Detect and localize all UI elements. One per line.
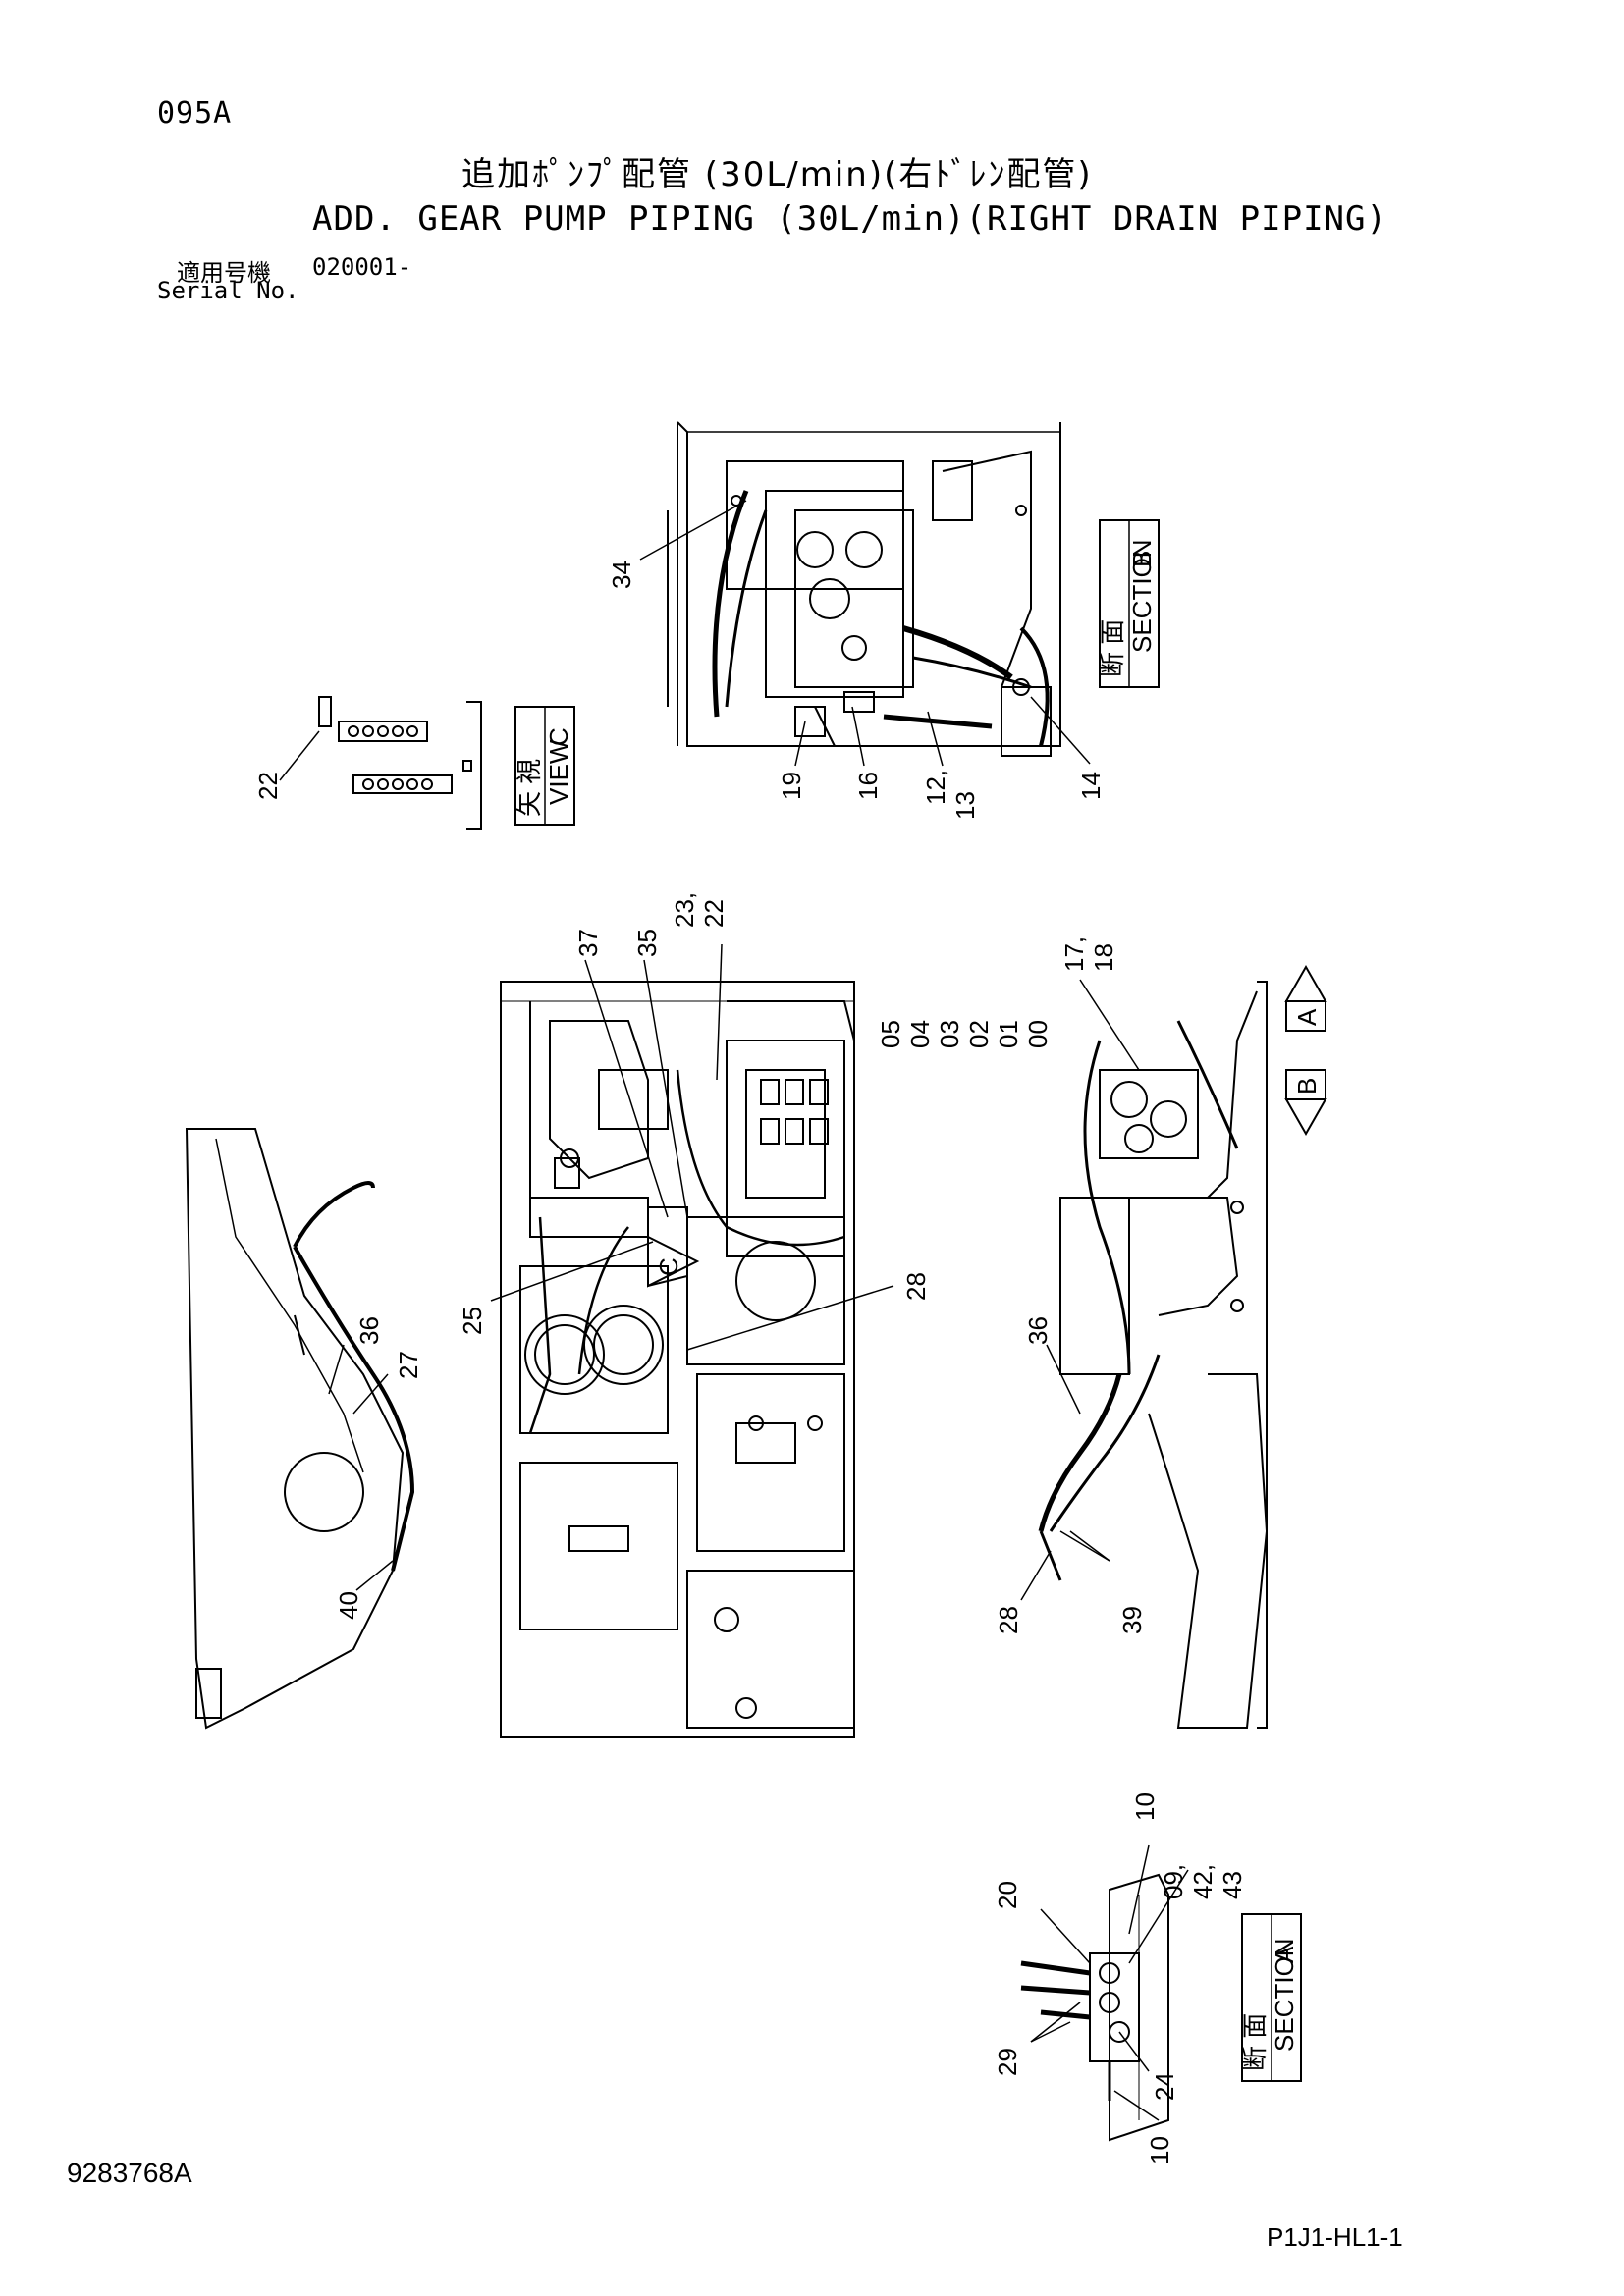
callout: 37 — [573, 929, 603, 957]
view-c-detail — [318, 696, 482, 830]
callout: 09, — [1159, 1864, 1188, 1899]
callout: 16 — [853, 772, 883, 800]
serial-label-english: Serial No. — [157, 277, 299, 304]
view-c-letter: C — [544, 727, 573, 746]
callout: 01 — [994, 1020, 1023, 1048]
callout: 28 — [901, 1272, 931, 1301]
drawing-number: 9283768A — [67, 2158, 192, 2188]
callout: 28 — [994, 1606, 1023, 1634]
callout: 02 — [964, 1020, 994, 1048]
section-b-view — [667, 421, 1061, 757]
page-code: 095A — [157, 96, 233, 131]
section-b-letter: B — [1127, 551, 1157, 567]
callout: 22 — [253, 772, 283, 800]
callout: 00 — [1023, 1020, 1053, 1048]
callout: 42, — [1188, 1864, 1218, 1899]
left-side-view — [185, 1128, 415, 1730]
section-b-arrow-letter: B — [1292, 1078, 1322, 1095]
section-b-label-jp: 断 面 — [1098, 619, 1127, 677]
title-english: ADD. GEAR PUMP PIPING (30L/min)(RIGHT DR… — [312, 199, 1387, 239]
callout: 36 — [1023, 1316, 1053, 1345]
title-japanese: 追加ﾎﾟﾝﾌﾟ配管 (30L/min)(右ﾄﾞﾚﾝ配管) — [461, 155, 1093, 194]
callout: 10 — [1145, 2136, 1174, 2164]
callout: 40 — [334, 1591, 363, 1620]
callout: 35 — [632, 929, 662, 957]
callout: 10 — [1130, 1792, 1160, 1821]
view-c-label-jp: 矢 視 — [514, 759, 544, 817]
callout: 36 — [354, 1316, 384, 1345]
section-a-view — [1020, 1873, 1169, 2142]
callout: 14 — [1076, 772, 1106, 800]
callout: 13 — [950, 791, 980, 820]
callout: 17, — [1059, 936, 1089, 972]
callout: 43 — [1218, 1871, 1247, 1899]
callout: 22 — [699, 899, 729, 928]
view-c-arrow-letter: C — [654, 1257, 683, 1276]
page-reference: P1J1-HL1-1 — [1267, 2222, 1403, 2252]
callout: 04 — [905, 1020, 935, 1048]
view-c-label-en: VIEW — [544, 739, 573, 805]
callout: 25 — [458, 1307, 487, 1335]
callout: 18 — [1089, 943, 1118, 972]
section-a-arrow-letter: A — [1292, 1008, 1322, 1026]
callout: 19 — [777, 772, 806, 800]
callout: 20 — [993, 1881, 1022, 1909]
section-a-label-jp: 断 面 — [1240, 2013, 1270, 2071]
center-plan-view — [500, 981, 855, 1738]
serial-value: 020001- — [312, 253, 412, 281]
callout: 05 — [876, 1020, 905, 1048]
right-side-view — [1038, 981, 1269, 1729]
section-b-label-en: SECTION — [1127, 539, 1157, 653]
callout: 12, — [921, 770, 950, 805]
callout: 34 — [607, 561, 636, 589]
callout: 03 — [935, 1020, 964, 1048]
callout: 24 — [1150, 2072, 1179, 2101]
callout: 39 — [1117, 1606, 1147, 1634]
callout: 23, — [670, 892, 699, 928]
callout: 27 — [394, 1351, 423, 1379]
serial-label-japanese: 適用号機 — [177, 259, 271, 287]
section-a-label-en: SECTION — [1270, 1938, 1299, 2052]
callout: 29 — [993, 2048, 1022, 2076]
section-a-letter: A — [1270, 1946, 1299, 1963]
